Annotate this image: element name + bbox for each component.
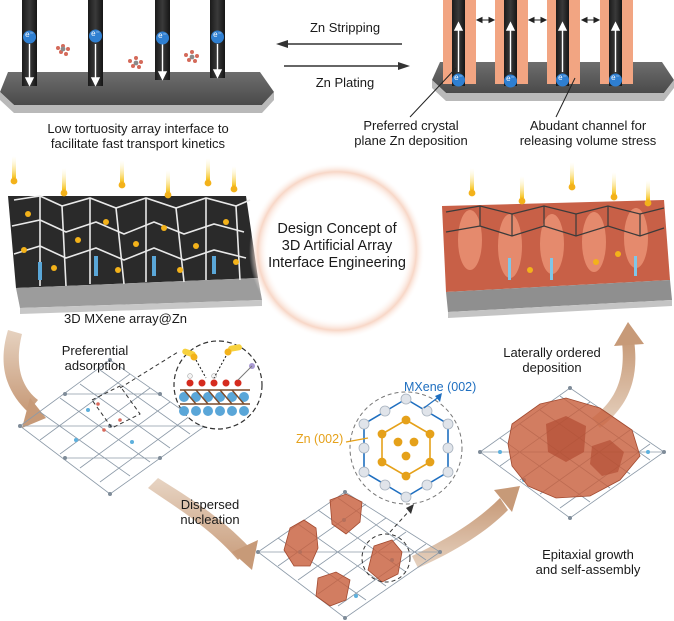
electron-label: e⁻ [558,73,567,82]
channel-caption: Abudant channel for releasing volume str… [506,118,670,149]
dispersed-nucleation-line: Dispersed [180,497,240,512]
flow-arrow-bottom [148,478,258,570]
electron-label: e⁻ [25,30,34,39]
lateral-deposition-label: Laterally ordered deposition [492,345,612,376]
electron-label: e⁻ [506,74,515,83]
gap-double-arrow [475,16,601,24]
channel-caption-line: Abudant channel for [529,118,647,133]
crystal-plane-caption: Preferred crystal plane Zn deposition [346,118,476,149]
center-title-line: Interface Engineering [268,255,406,272]
epitaxial-growth-label: Epitaxial growth and self-assembly [520,547,656,578]
center-title: Design Concept of 3D Artificial Array In… [252,221,422,272]
concept-halo [249,163,425,339]
left-caption-line: Low tortuosity array interface to [47,121,229,136]
preferential-adsorption-label: Preferential adsorption [40,343,150,374]
lateral-deposition-line: Laterally ordered [503,345,601,360]
adsorption-inset [173,340,263,430]
epitaxial-growth-line: and self-assembly [535,562,641,578]
electron-label: e⁻ [91,29,100,38]
zn-plane-label: Zn (002) [296,432,344,446]
lateral-deposition-line: deposition [522,360,582,376]
zn-plating-label: Zn Plating [315,75,375,90]
zn-stripping-label: Zn Stripping [309,20,381,35]
crystal-match-inset [345,391,463,505]
left-caption-line: facilitate fast transport kinetics [50,136,226,152]
dispersed-nucleation-label: Dispersed nucleation [160,497,260,528]
preferential-adsorption-line: Preferential [61,343,129,358]
electron-badge [23,29,224,45]
zoom-region [91,385,141,429]
flow-arrow-up [592,322,644,428]
mxene-array-3d [8,156,262,314]
zn-ion-cluster [56,44,199,69]
crystal-plane-caption-line: Preferred crystal [363,118,459,133]
left-caption: Low tortuosity array interface to facili… [20,121,256,152]
preferential-adsorption-line: adsorption [64,358,126,374]
flow-arrow-right [412,486,520,568]
electron-label: e⁻ [611,73,620,82]
zn-nucleus [283,493,403,607]
zn-ion-droplet [10,156,238,199]
crystal-plane-caption-line: plane Zn deposition [354,133,468,149]
epitaxial-growth-line: Epitaxial growth [542,547,634,562]
channel-caption-line: releasing volume stress [519,133,657,149]
zn-deposited-array [442,162,672,318]
center-title-line: Design Concept of [277,221,397,237]
array-interface-left [0,0,274,113]
electron-label: e⁻ [454,73,463,82]
center-title-line: 3D Artificial Array [281,238,393,255]
dispersed-nucleation-line: nucleation [180,512,240,528]
electron-label: e⁻ [158,31,167,40]
array-interface-right [409,0,674,118]
electron-label: e⁻ [213,30,222,39]
mxene-plane-label: MXene (002) [404,380,477,394]
process-arrows [276,40,410,70]
zn-layer [507,397,641,499]
mxene-array-label: 3D MXene array@Zn [64,311,188,326]
